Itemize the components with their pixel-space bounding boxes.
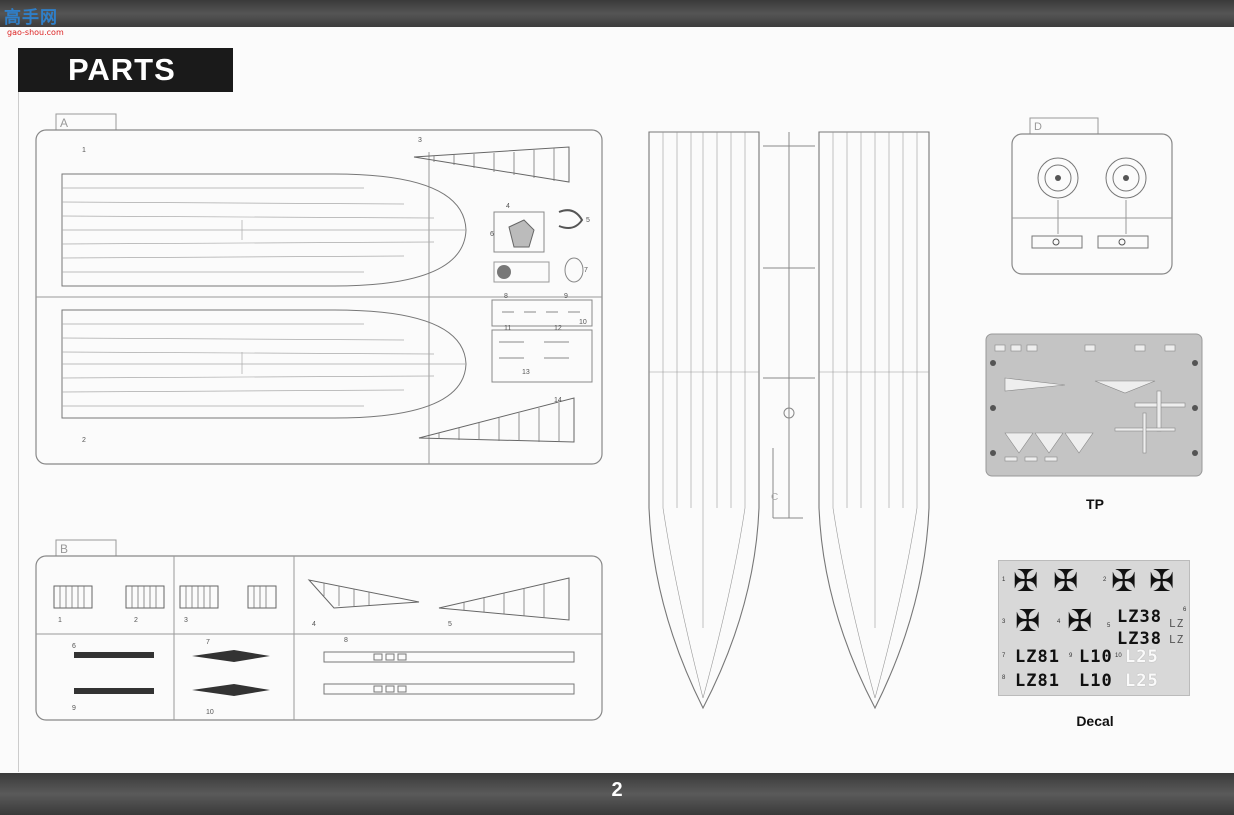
decal-number: 7: [1002, 653, 1006, 659]
sprue-b-diagram: B 1 2 3 4 5 6 7 8 9 10: [35, 539, 603, 721]
bottom-bar: 2: [0, 773, 1234, 815]
decal-l25-b: L25: [1125, 671, 1159, 691]
decal-number: 1: [1002, 577, 1006, 583]
svg-text:6: 6: [490, 231, 494, 238]
svg-text:8: 8: [504, 293, 508, 300]
top-bar: [0, 0, 1234, 27]
svg-text:3: 3: [418, 137, 422, 144]
decal-lz38-b: LZ38: [1117, 629, 1162, 649]
svg-text:2: 2: [82, 437, 86, 444]
decal-number: 4: [1057, 619, 1061, 625]
svg-text:8: 8: [344, 637, 348, 644]
svg-text:3: 3: [184, 617, 188, 624]
svg-text:9: 9: [564, 293, 568, 300]
svg-text:14: 14: [554, 397, 562, 404]
decal-label: Decal: [1076, 713, 1114, 729]
svg-text:13: 13: [522, 369, 530, 376]
decal-number: 8: [1002, 675, 1006, 681]
sprue-b-letter: B: [60, 542, 68, 556]
svg-text:7: 7: [206, 639, 210, 646]
svg-text:5: 5: [586, 217, 590, 224]
sprue-c-letter: C: [771, 492, 778, 503]
decal-sheet: ✠ ✠ ✠ ✠ ✠ ✠ LZ38 LZ38 LZ LZ LZ81 LZ81 L1…: [998, 560, 1190, 696]
decal-lz-a: LZ: [1169, 617, 1185, 630]
decal-lz38-a: LZ38: [1117, 607, 1162, 627]
photo-etch-fret: [985, 333, 1203, 477]
sprue-c-diagram: C: [648, 131, 930, 710]
iron-cross-icon: ✠: [1111, 564, 1137, 599]
svg-text:6: 6: [72, 643, 76, 650]
decal-number: 6: [1183, 607, 1187, 613]
decal-number: 10: [1115, 653, 1122, 659]
page-number: 2: [611, 779, 623, 801]
svg-text:1: 1: [58, 617, 62, 624]
iron-cross-icon: ✠: [1149, 564, 1175, 599]
sprue-a-letter: A: [60, 116, 68, 130]
svg-text:7: 7: [584, 267, 588, 274]
margin-line: [18, 92, 19, 772]
iron-cross-icon: ✠: [1015, 604, 1041, 639]
iron-cross-icon: ✠: [1053, 564, 1079, 599]
decal-lz81-a: LZ81: [1015, 647, 1060, 667]
svg-text:11: 11: [504, 325, 511, 332]
svg-text:9: 9: [72, 705, 76, 712]
svg-text:5: 5: [448, 621, 452, 628]
iron-cross-icon: ✠: [1067, 604, 1093, 639]
svg-text:10: 10: [206, 709, 214, 716]
decal-number: 5: [1107, 623, 1111, 629]
svg-text:12: 12: [554, 325, 562, 332]
photo-etch-label: TP: [1086, 496, 1104, 512]
watermark-brand: 高手网: [4, 8, 58, 28]
decal-l10-a: L10: [1079, 647, 1113, 667]
svg-text:4: 4: [312, 621, 316, 628]
decal-l10-b: L10: [1079, 671, 1113, 691]
decal-number: 2: [1103, 577, 1107, 583]
svg-text:4: 4: [506, 203, 510, 210]
sprue-d-diagram: D: [1011, 117, 1173, 275]
decal-l25-a: L25: [1125, 647, 1159, 667]
decal-number: 3: [1002, 619, 1006, 625]
svg-text:1: 1: [82, 147, 86, 154]
watermark-url: gao-shou.com: [7, 28, 64, 37]
decal-number: 9: [1069, 653, 1073, 659]
sprue-d-letter: D: [1034, 121, 1042, 133]
decal-lz81-b: LZ81: [1015, 671, 1060, 691]
svg-text:10: 10: [579, 319, 587, 326]
iron-cross-icon: ✠: [1013, 564, 1039, 599]
svg-text:2: 2: [134, 617, 138, 624]
decal-lz-b: LZ: [1169, 633, 1185, 646]
page-title: PARTS: [18, 48, 233, 92]
